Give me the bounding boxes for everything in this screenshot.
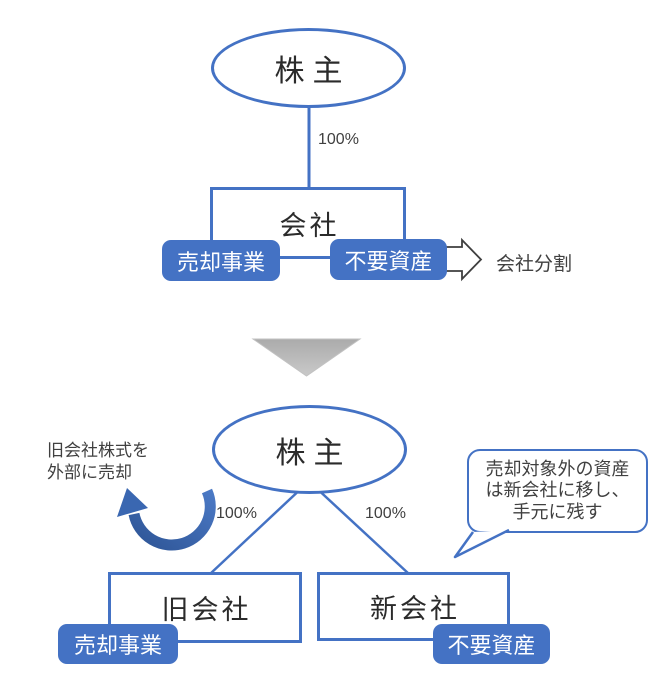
- assets-callout-line1: 売却対象外の資産: [485, 458, 630, 479]
- bottom-ownership-line-left: [209, 484, 306, 575]
- bottom-shareholder-ellipse: 株主: [212, 405, 407, 494]
- bottom-sale-business-label: 売却事業: [73, 633, 162, 658]
- top-sale-business-label: 売却事業: [176, 249, 265, 275]
- sell-stock-note-line2: 外部に売却: [47, 463, 132, 482]
- bottom-ownership-percentage-right: 100%: [365, 505, 406, 522]
- bottom-ownership-percentage-left: 100%: [216, 505, 257, 522]
- sell-stock-curved-arrowhead-icon: [117, 488, 148, 517]
- old-company-label: 旧会社: [161, 595, 252, 625]
- top-shareholder-ellipse: 株主: [211, 28, 406, 108]
- top-shareholder-label: 株主: [274, 55, 351, 88]
- top-unneeded-assets-label: 不要資産: [344, 248, 433, 274]
- bottom-unneeded-assets-chip: 不要資産: [433, 624, 550, 664]
- sell-stock-note-line1: 旧会社株式を: [47, 441, 149, 460]
- top-unneeded-assets-chip: 不要資産: [330, 239, 447, 280]
- split-arrow-label: 会社分割: [496, 254, 573, 275]
- assets-callout-tail: [453, 528, 510, 559]
- sell-stock-curved-arrow: [128, 488, 216, 551]
- assets-callout-line2: は新会社に移し、: [485, 480, 630, 501]
- bottom-shareholder-label: 株主: [275, 436, 352, 470]
- sell-stock-note: 旧会社株式を 外部に売却: [47, 440, 149, 484]
- bottom-unneeded-assets-label: 不要資産: [447, 633, 536, 658]
- transition-triangle-icon: [251, 338, 362, 377]
- assets-callout-line3: 手元に残す: [512, 501, 603, 522]
- top-sale-business-chip: 売却事業: [162, 240, 280, 281]
- assets-callout-bubble: 売却対象外の資産 は新会社に移し、 手元に残す: [467, 449, 648, 533]
- company-label: 会社: [279, 210, 340, 241]
- new-company-label: 新会社: [370, 594, 460, 624]
- bottom-sale-business-chip: 売却事業: [58, 624, 178, 664]
- top-ownership-percentage: 100%: [318, 131, 359, 148]
- split-block-arrow: [440, 237, 483, 282]
- bottom-ownership-line-right: [312, 484, 410, 575]
